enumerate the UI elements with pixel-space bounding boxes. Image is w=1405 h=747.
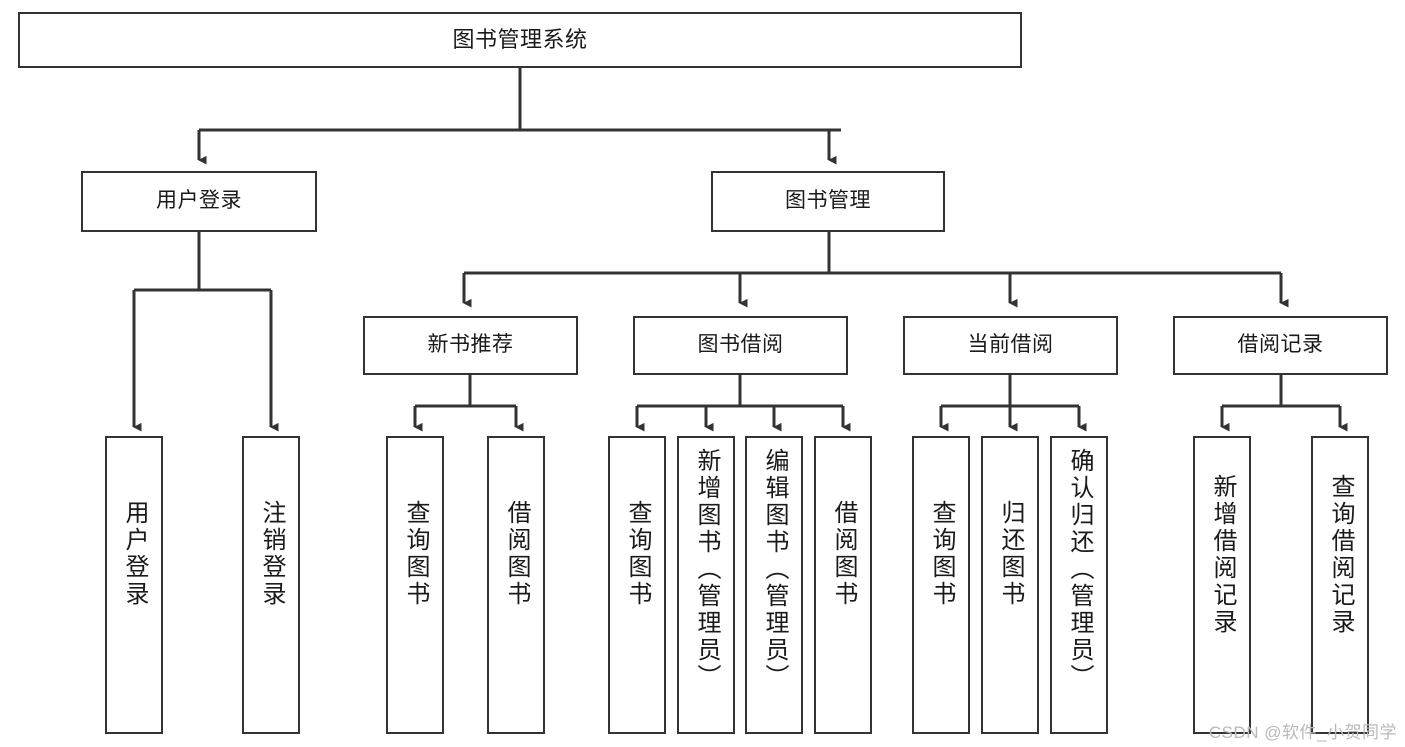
node-label: 用户登录	[121, 500, 148, 608]
node-book-borrow[interactable]: 图书借阅	[633, 316, 848, 375]
leaf-borrow-query-book[interactable]: 查询图书	[608, 436, 666, 734]
node-label: 图书管理	[785, 189, 871, 213]
leaf-current-return-book[interactable]: 归还图书	[981, 436, 1039, 734]
leaf-borrow-borrow-book[interactable]: 借阅图书	[814, 436, 872, 734]
leaf-current-confirm-return-admin[interactable]: 确认归还（管理员）	[1050, 436, 1108, 734]
leaf-recommend-borrow-book[interactable]: 借阅图书	[487, 436, 545, 734]
node-label: 新增借阅记录	[1209, 474, 1236, 636]
node-label: 新增图书（管理员）	[693, 448, 720, 691]
node-label: 借阅记录	[1237, 333, 1324, 357]
node-label: 借阅图书	[830, 500, 857, 608]
node-label: 归还图书	[997, 500, 1024, 608]
node-book-management[interactable]: 图书管理	[711, 171, 945, 232]
leaf-recommend-query-book[interactable]: 查询图书	[386, 436, 444, 734]
watermark-text: CSDN @软件_小贺同学	[1208, 723, 1397, 742]
leaf-borrow-edit-book-admin[interactable]: 编辑图书（管理员）	[745, 436, 803, 734]
node-label: 用户登录	[156, 189, 242, 213]
node-label: 注销登录	[258, 500, 285, 608]
node-label: 查询图书	[402, 500, 429, 608]
node-label: 图书管理系统	[452, 27, 588, 53]
node-label: 图书借阅	[697, 333, 784, 357]
node-new-book-recommend[interactable]: 新书推荐	[363, 316, 578, 375]
node-label: 确认归还（管理员）	[1066, 448, 1093, 691]
node-label: 新书推荐	[427, 333, 514, 357]
node-user-login[interactable]: 用户登录	[81, 171, 317, 232]
node-borrow-record[interactable]: 借阅记录	[1173, 316, 1388, 375]
node-label: 借阅图书	[503, 500, 530, 608]
leaf-current-query-book[interactable]: 查询图书	[912, 436, 970, 734]
leaf-borrow-add-book-admin[interactable]: 新增图书（管理员）	[677, 436, 735, 734]
node-label: 当前借阅	[967, 333, 1054, 357]
leaf-user-login-logout[interactable]: 注销登录	[242, 436, 300, 734]
leaf-user-login-login[interactable]: 用户登录	[105, 436, 163, 734]
leaf-record-query-record[interactable]: 查询借阅记录	[1311, 436, 1369, 734]
leaf-record-add-record[interactable]: 新增借阅记录	[1193, 436, 1251, 734]
node-label: 查询图书	[928, 500, 955, 608]
node-root-system[interactable]: 图书管理系统	[18, 12, 1022, 68]
node-current-borrow[interactable]: 当前借阅	[903, 316, 1118, 375]
node-label: 查询图书	[624, 500, 651, 608]
node-label: 编辑图书（管理员）	[761, 448, 788, 691]
node-label: 查询借阅记录	[1327, 474, 1354, 636]
